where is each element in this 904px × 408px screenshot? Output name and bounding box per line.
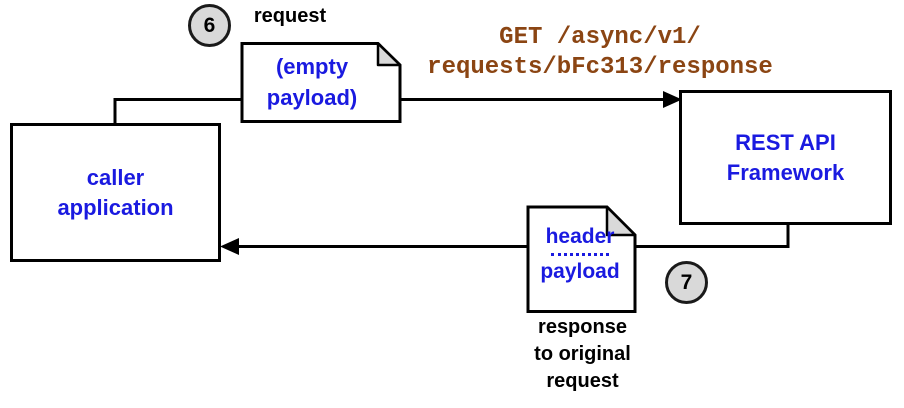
caller-application-label-line1: caller	[86, 164, 145, 190]
response-caption: response to original request	[520, 314, 645, 395]
request-document-line2: payload)	[266, 85, 358, 110]
request-document-text: (empty payload)	[244, 51, 380, 113]
step-7-number: 7	[680, 270, 693, 294]
rest-api-framework-box: REST API Framework	[679, 90, 892, 225]
request-arrowhead-icon	[663, 91, 682, 108]
request-arrow-line	[113, 98, 666, 123]
request-url-line2: requests/bFc313/response	[427, 54, 773, 81]
caller-application-box: caller application	[10, 123, 221, 262]
response-document-icon	[526, 205, 637, 313]
response-caption-line3: request	[546, 370, 619, 392]
response-caption-line2: to original	[534, 343, 631, 365]
response-document-payload-label: payload	[540, 260, 620, 283]
rest-api-framework-label-line2: Framework	[726, 159, 845, 185]
rest-api-framework-label-line1: REST API	[735, 129, 836, 155]
request-document-icon	[240, 42, 402, 123]
response-arrowhead-icon	[220, 238, 239, 255]
request-label: request	[253, 5, 327, 27]
response-document-header-label: header	[545, 225, 615, 248]
request-document-line1: (empty	[275, 54, 349, 79]
request-url-text: GET /async/v1/ requests/bFc313/response	[410, 23, 790, 83]
request-url-line1: GET /async/v1/	[499, 24, 701, 51]
step-6-number: 6	[203, 13, 216, 37]
caller-application-label-line2: application	[57, 194, 174, 220]
header-payload-divider	[551, 253, 609, 256]
step-6-badge: 6	[188, 4, 231, 47]
response-caption-line1: response	[538, 316, 627, 338]
response-arrow-line	[236, 225, 790, 248]
step-7-badge: 7	[665, 261, 708, 304]
response-document-text: header payload	[531, 224, 629, 285]
